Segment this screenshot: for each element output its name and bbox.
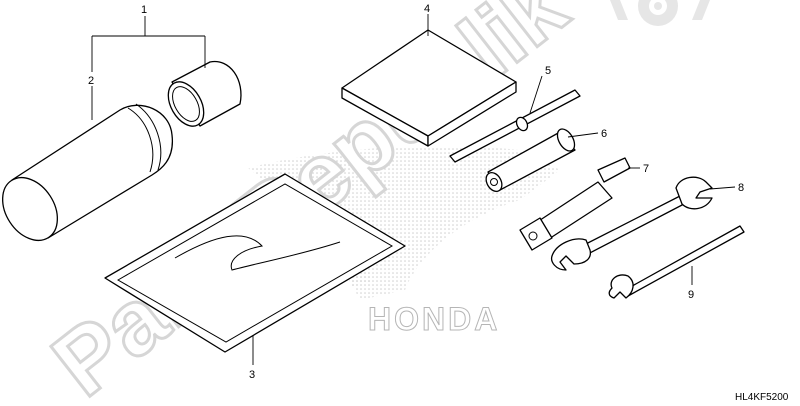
tool-case-part[interactable] [0,103,173,251]
callout-labels: 1 2 3 4 5 6 7 8 9 [88,3,744,381]
manual-bag-part[interactable] [104,173,406,353]
open-end-wrench-part[interactable] [550,176,713,271]
honda-brand-watermark: HONDA [368,301,500,337]
corner-shape-watermark [610,0,710,20]
callout-3: 3 [249,369,255,381]
diagram-code: HL4KF5200 [735,392,789,403]
callout-7: 7 [643,163,649,175]
booklet-part[interactable] [341,29,517,147]
callout-6: 6 [601,128,607,140]
callout-9: 9 [688,289,694,301]
pin-spanner-part[interactable] [608,225,745,299]
callout-2: 2 [88,75,94,87]
callout-1: 1 [141,4,147,16]
leader-lines [91,14,736,365]
callout-8: 8 [738,182,744,194]
callout-5: 5 [545,65,551,77]
screwdriver-handle-part[interactable] [483,126,578,194]
tool-case-cap-part[interactable] [161,60,242,133]
callout-4: 4 [424,3,430,15]
screwdriver-bit-part[interactable] [449,89,581,163]
gear-icon [638,0,678,26]
